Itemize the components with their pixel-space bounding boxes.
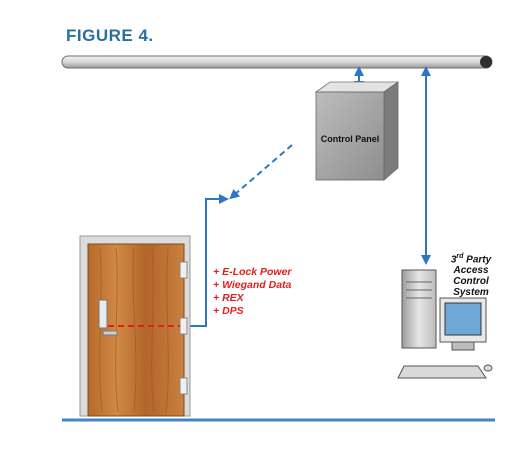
keypad-reader <box>98 299 108 329</box>
label-line4: System <box>453 287 489 299</box>
feature-item: Wiegand Data <box>213 279 292 292</box>
control-panel: Control Panel <box>314 81 400 181</box>
door-lever <box>102 330 118 336</box>
keyboard <box>397 365 487 379</box>
door <box>79 235 191 417</box>
feature-item: E-Lock Power <box>213 266 291 279</box>
label-line1: Party <box>463 254 492 266</box>
monitor-screen <box>444 302 482 336</box>
pc-tower <box>401 269 437 349</box>
figure-title: FIGURE 4. <box>66 26 154 45</box>
control-panel-label: Control Panel <box>321 134 380 144</box>
mouse <box>483 364 493 372</box>
ordinal: 3 <box>450 254 457 266</box>
feature-item: REX <box>213 292 292 305</box>
door-feature-list: E-Lock Power Wiegand Data REX DPS <box>213 266 292 318</box>
label-line3: Control <box>453 276 489 288</box>
network-bus <box>61 55 493 69</box>
door-hinge <box>179 317 188 335</box>
computer-workstation <box>397 269 493 379</box>
ordinal-suffix: rd <box>456 253 464 260</box>
feature-item: DPS <box>213 305 292 318</box>
door-hinge <box>179 377 188 395</box>
wireless-link <box>229 144 293 200</box>
label-line2: Access <box>453 265 489 277</box>
door-hinge <box>179 261 188 279</box>
door-wiring <box>188 194 229 327</box>
access-system-label: 3rd Party Access Control System <box>438 251 504 298</box>
